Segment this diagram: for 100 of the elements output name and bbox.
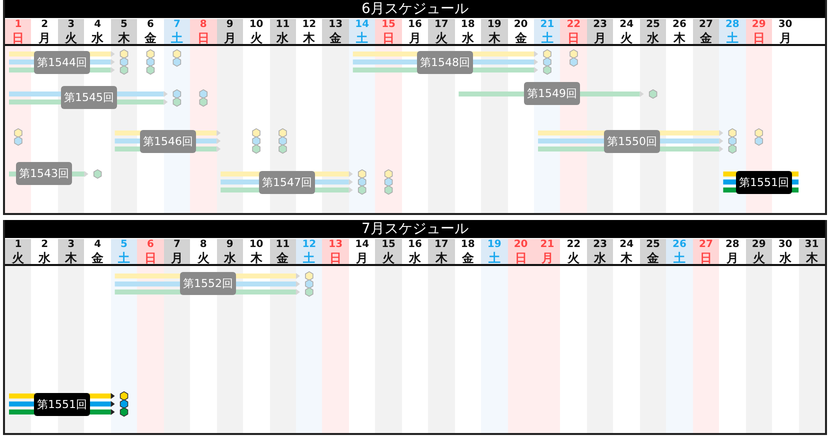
weekday: 月 — [778, 31, 792, 45]
weekday: 水 — [646, 31, 660, 45]
weekday: 金 — [276, 251, 290, 265]
day-number: 3 — [66, 239, 76, 251]
day-number: 5 — [120, 19, 128, 31]
day-number: 16 — [407, 239, 423, 251]
weekday: 日 — [566, 31, 581, 45]
day-number: 25 — [645, 239, 661, 251]
weekday: 土 — [487, 251, 502, 265]
day-number: 6 — [146, 239, 155, 251]
weekday: 木 — [672, 31, 686, 45]
day-number: 2 — [40, 239, 50, 251]
day-number: 24 — [618, 19, 635, 31]
weekday: 月 — [725, 251, 740, 265]
panel-title: 7月スケジュール — [5, 220, 825, 238]
round-label: 第1552回 — [180, 272, 236, 294]
weekday: 水 — [460, 31, 475, 45]
day-number: 23 — [592, 19, 608, 31]
weekday: 金 — [328, 31, 343, 45]
weekday: 木 — [487, 31, 502, 45]
day-number: 9 — [225, 19, 234, 31]
day-number: 10 — [248, 19, 264, 31]
weekday: 水 — [275, 31, 290, 45]
day-number: 9 — [225, 239, 234, 251]
day-number: 2 — [40, 19, 50, 31]
day-number: 13 — [328, 239, 344, 251]
day-number: 19 — [486, 239, 502, 251]
day-number: 29 — [750, 239, 767, 251]
weekday: 土 — [117, 251, 132, 265]
weekday: 火 — [249, 31, 264, 45]
day-number: 19 — [486, 19, 502, 31]
day-number: 27 — [698, 239, 714, 251]
weekday: 日 — [514, 251, 528, 265]
day-number: 20 — [512, 19, 529, 31]
weekday: 木 — [804, 251, 819, 265]
day-number: 18 — [460, 19, 476, 31]
day-number: 14 — [354, 239, 370, 251]
day-number: 31 — [804, 239, 820, 251]
weekday: 金 — [514, 31, 528, 45]
day-number: 17 — [433, 239, 450, 251]
day-number: 7 — [172, 19, 182, 31]
weekday: 金 — [698, 31, 713, 45]
weekday: 水 — [90, 31, 105, 45]
day-number: 17 — [433, 19, 450, 31]
weekday: 火 — [10, 251, 26, 265]
weekday: 日 — [328, 251, 343, 265]
weekday: 金 — [143, 31, 158, 45]
weekday: 木 — [116, 31, 132, 45]
weekday: 日 — [196, 31, 210, 45]
weekday: 火 — [64, 31, 78, 45]
weekday: 月 — [222, 31, 237, 45]
day-number: 27 — [698, 19, 714, 31]
round-label: 第1550回 — [604, 130, 660, 152]
day-number: 21 — [539, 19, 556, 31]
panel-title: 6月スケジュール — [5, 0, 825, 18]
day-number: 21 — [539, 239, 556, 251]
day-number: 28 — [724, 239, 740, 251]
weekday: 日 — [11, 31, 26, 45]
day-number: 12 — [301, 19, 318, 31]
day-number: 16 — [407, 19, 423, 31]
weekday: 火 — [381, 251, 396, 265]
weekday: 月 — [408, 31, 422, 45]
day-number: 4 — [93, 19, 102, 31]
day-number: 1 — [14, 19, 23, 31]
weekday: 火 — [566, 251, 581, 265]
weekday: 水 — [778, 251, 792, 265]
day-number: 14 — [354, 19, 370, 31]
weekday: 水 — [222, 251, 237, 265]
day-number: 29 — [750, 19, 767, 31]
weekday: 土 — [672, 251, 686, 265]
weekday: 土 — [725, 31, 740, 45]
weekday: 水 — [592, 251, 608, 265]
day-number: 11 — [274, 19, 291, 31]
day-number: 10 — [248, 239, 264, 251]
weekday: 木 — [302, 31, 316, 45]
day-number: 5 — [120, 239, 128, 251]
day-number: 26 — [672, 239, 688, 251]
schedule-panel — [3, 220, 827, 435]
day-number: 15 — [380, 19, 396, 31]
round-label: 第1548回 — [417, 50, 473, 74]
day-number: 23 — [592, 239, 608, 251]
weekday: 土 — [170, 31, 184, 45]
day-number: 7 — [172, 239, 182, 251]
day-number: 1 — [14, 239, 23, 251]
day-number: 20 — [512, 239, 529, 251]
day-number: 8 — [198, 239, 208, 251]
weekday: 木 — [64, 251, 78, 265]
day-number: 24 — [618, 239, 635, 251]
weekday: 日 — [752, 31, 766, 45]
weekday: 土 — [302, 251, 316, 265]
day-number: 12 — [301, 239, 318, 251]
weekday: 火 — [196, 251, 210, 265]
weekday: 火 — [434, 31, 448, 45]
weekday: 木 — [249, 251, 264, 265]
weekday: 金 — [90, 251, 105, 265]
weekday: 月 — [170, 251, 184, 265]
day-number: 25 — [645, 19, 661, 31]
day-number: 26 — [672, 19, 688, 31]
weekday: 土 — [540, 31, 554, 45]
weekday: 月 — [355, 251, 370, 265]
